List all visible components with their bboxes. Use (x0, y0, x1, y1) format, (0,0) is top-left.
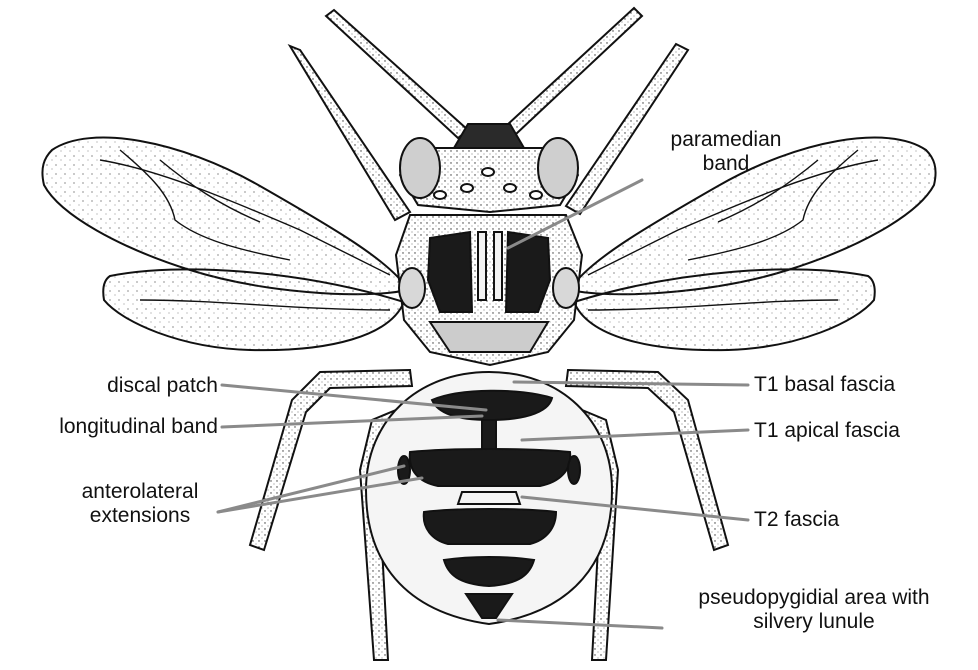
left-compound-eye (400, 138, 440, 198)
thorax (396, 215, 582, 365)
t3-dark-band (424, 509, 556, 544)
paramedian-band-left (478, 232, 486, 300)
label-anterolateral-line1: anterolateral (50, 480, 230, 504)
label-t1-apical-fascia: T1 apical fascia (754, 419, 900, 443)
antennae (326, 8, 642, 138)
right-tegula (553, 268, 579, 308)
t2-fascia-light (458, 492, 520, 504)
label-pseudopygidial-line2: silvery lunule (656, 610, 972, 634)
scutellum (430, 322, 548, 352)
label-longitudinal-band: longitudinal band (4, 415, 218, 439)
label-anterolateral-extensions: anterolateral extensions (50, 480, 230, 528)
abdomen (366, 372, 612, 624)
right-antenna (506, 8, 642, 134)
label-t2-fascia: T2 fascia (754, 508, 839, 532)
paramedian-band-right (494, 232, 502, 300)
longitudinal-band (482, 420, 496, 452)
label-paramedian-band: paramedian band (636, 128, 816, 176)
anterolateral-mark-right (568, 456, 580, 484)
leader-pseudopygidial-area (498, 620, 662, 628)
left-tegula (399, 268, 425, 308)
right-compound-eye (538, 138, 578, 198)
label-pseudopygidial-line1: pseudopygidial area with (656, 586, 972, 610)
scutum-dark-left (428, 232, 472, 312)
t2-dark-band (410, 449, 570, 486)
label-pseudopygidial-area: pseudopygidial area with silvery lunule (656, 586, 972, 634)
label-t1-basal-fascia: T1 basal fascia (754, 373, 895, 397)
label-paramedian-line2: band (636, 152, 816, 176)
head (400, 124, 578, 212)
label-paramedian-line1: paramedian (636, 128, 816, 152)
label-anterolateral-line2: extensions (50, 504, 230, 528)
label-discal-patch: discal patch (20, 374, 218, 398)
